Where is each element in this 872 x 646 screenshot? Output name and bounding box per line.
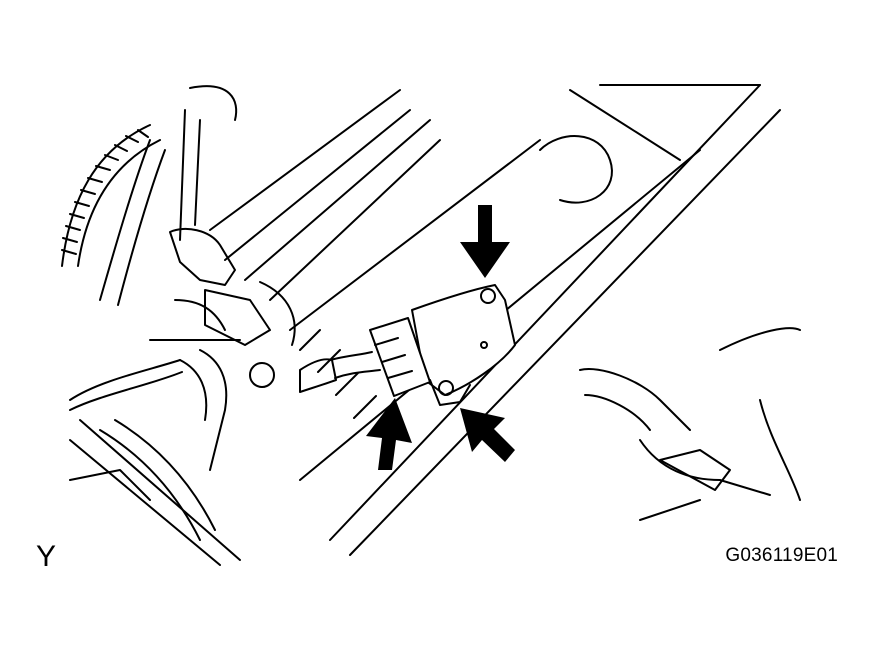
arrows [366, 205, 515, 470]
diagonal-arrow-icon [460, 408, 515, 462]
connector [299, 317, 431, 397]
figure-id: G036119E01 [725, 545, 838, 566]
corrugated-hose [61, 124, 161, 267]
down-arrow-icon [460, 205, 510, 278]
up-arrow-icon [366, 398, 412, 470]
diagonal-panels [209, 84, 781, 556]
side-bracket [579, 327, 801, 521]
sensor-assembly [411, 284, 516, 406]
upper-wiring [99, 85, 296, 346]
lower-pipes [69, 339, 275, 566]
view-label: Y [36, 540, 57, 573]
